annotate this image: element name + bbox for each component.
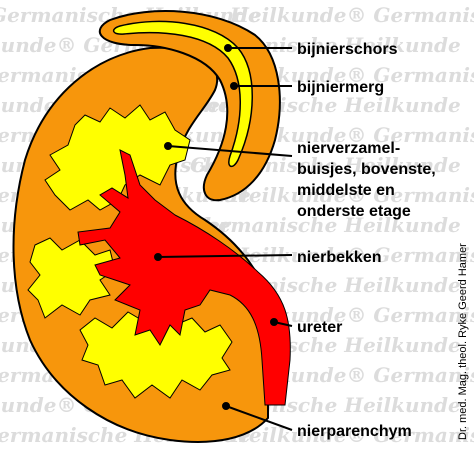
label-nierverzamel-line3: middelste en: [297, 182, 395, 199]
watermark-row: Germanische Heilkunde: [190, 213, 461, 237]
leader-dot-bijnierschors: [224, 44, 232, 52]
leader-dot-nierbekken: [154, 253, 162, 261]
label-bijniermerg: bijniermerg: [297, 79, 384, 96]
label-nierverzamel-line4: onderste etage: [297, 203, 411, 220]
author-credit: Dr. med. Mag. theol. Ryke Geerd Hamer: [457, 243, 469, 440]
renal-pelvis: [77, 149, 291, 406]
leader-dot-nierparenchym: [222, 402, 230, 410]
label-bijnierschors: bijnierschors: [297, 41, 398, 58]
leader-line-nierparenchym: [225, 405, 293, 431]
leader-dot-bijniermerg: [230, 82, 238, 90]
collecting-ducts-upper: [44, 104, 191, 211]
leader-dot-verzamelbuisjes: [164, 142, 172, 150]
watermark-row: Heilkunde® Germanische: [229, 3, 474, 27]
leader-dot-ureter: [270, 318, 278, 326]
collecting-ducts-middle: [27, 237, 116, 319]
watermark-row: Heilkunde® Germanische: [229, 183, 474, 207]
leader-line-verzamelbuisjes: [167, 145, 293, 157]
label-nierparenchym: nierparenchym: [297, 423, 412, 440]
label-nierverzamel-line1: nierverzamel-: [297, 140, 400, 157]
leader-line-nierbekken: [157, 254, 293, 258]
label-nierverzamel-line2: buisjes, bovenste,: [297, 161, 436, 178]
leader-lines: [154, 44, 293, 431]
label-nierbekken: nierbekken: [297, 249, 381, 266]
label-ureter: ureter: [297, 319, 342, 336]
watermark-row: Heilkunde® Germanische: [229, 423, 474, 447]
